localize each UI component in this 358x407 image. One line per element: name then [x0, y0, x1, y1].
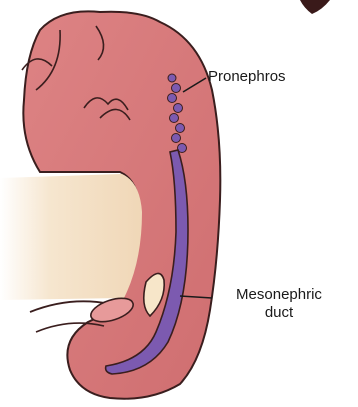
mesonephric-label-line1: Mesonephric [214, 286, 344, 304]
mesonephric-label-line2: duct [214, 304, 344, 322]
pronephros-bead [168, 74, 176, 82]
pronephros-bead [172, 134, 181, 143]
yolk-region [0, 174, 142, 300]
pronephros-bead [170, 114, 179, 123]
pronephros-label: Pronephros [208, 68, 286, 86]
pronephros-bead [176, 124, 185, 133]
corner-shadow [300, 0, 330, 14]
pronephros-bead [172, 84, 181, 93]
pronephros-bead [174, 104, 183, 113]
mesonephric-duct-label: Mesonephric duct [214, 286, 344, 322]
pronephros-bead [168, 94, 177, 103]
